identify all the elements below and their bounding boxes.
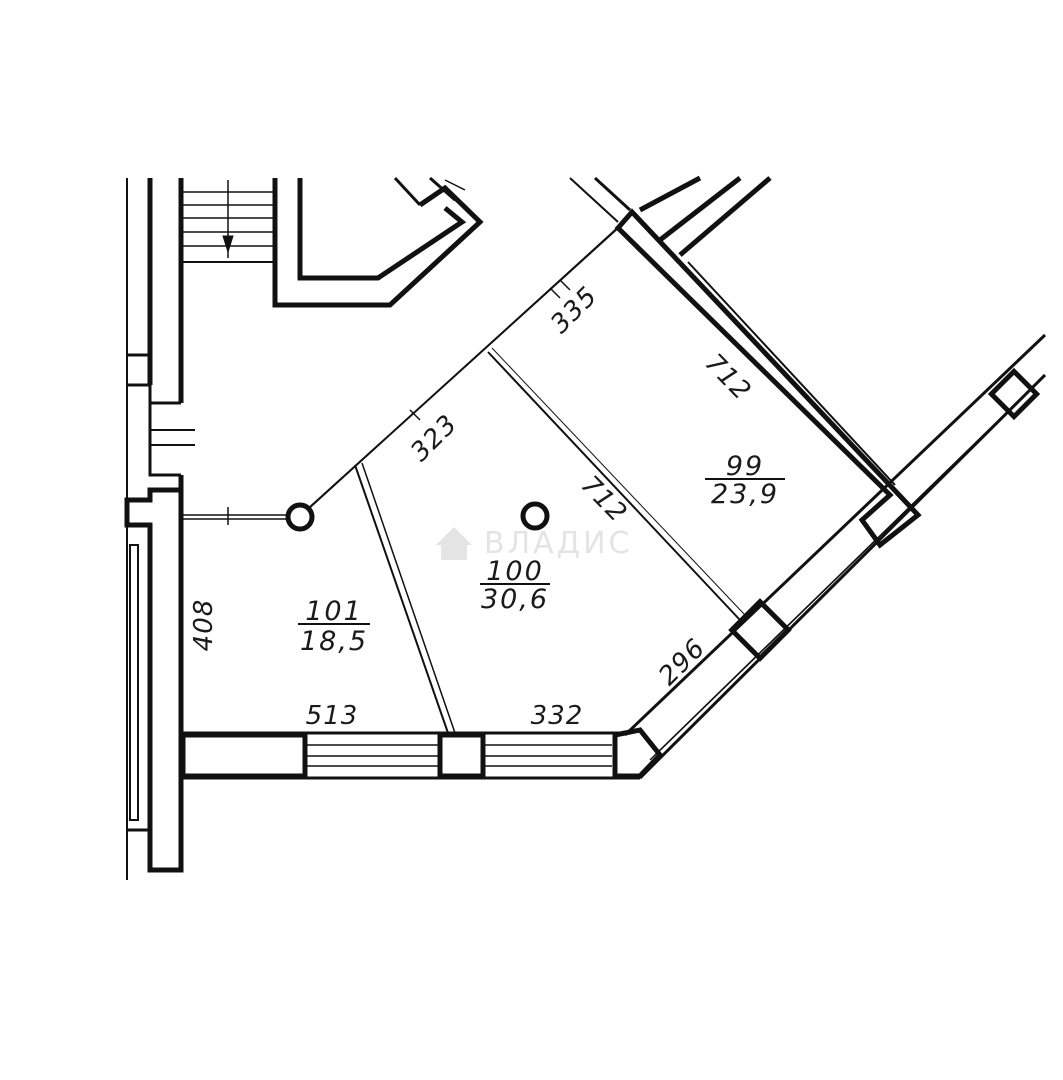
room-number: 99 bbox=[726, 451, 764, 482]
column-left bbox=[285, 502, 315, 532]
room-number: 100 bbox=[486, 556, 544, 587]
room-label-101: 101 18,5 bbox=[298, 596, 370, 657]
dim-bottom-right: 332 bbox=[531, 701, 584, 731]
dim-top-diagonal-b: 323 bbox=[405, 409, 463, 467]
exterior-diagonal-wall bbox=[623, 333, 1047, 780]
watermark: ВЛАДИС bbox=[436, 526, 633, 561]
house-icon bbox=[436, 527, 472, 560]
dim-diagonal-right: 296 bbox=[653, 633, 711, 691]
watermark-text: ВЛАДИС bbox=[484, 526, 633, 561]
room-area: 30,6 bbox=[481, 584, 549, 615]
room-area: 18,5 bbox=[300, 626, 368, 657]
dim-bottom-left: 513 bbox=[306, 701, 359, 731]
dim-partition-b: 712 bbox=[575, 470, 633, 529]
top-diagonal-partition bbox=[299, 224, 621, 518]
stairs bbox=[181, 178, 276, 263]
upper-wall-block bbox=[272, 176, 484, 308]
right-thick-wall bbox=[569, 175, 922, 549]
column-center bbox=[520, 501, 550, 531]
room-label-100: 100 30,6 bbox=[480, 556, 550, 615]
room-area: 23,9 bbox=[711, 479, 779, 510]
room-number: 101 bbox=[305, 596, 363, 627]
interior-partitions bbox=[181, 347, 746, 734]
dim-top-diagonal-a: 335 bbox=[545, 281, 603, 339]
bottom-wall bbox=[180, 727, 664, 780]
dim-left-wall: 408 bbox=[189, 599, 219, 652]
room-label-99: 99 23,9 bbox=[705, 451, 785, 510]
